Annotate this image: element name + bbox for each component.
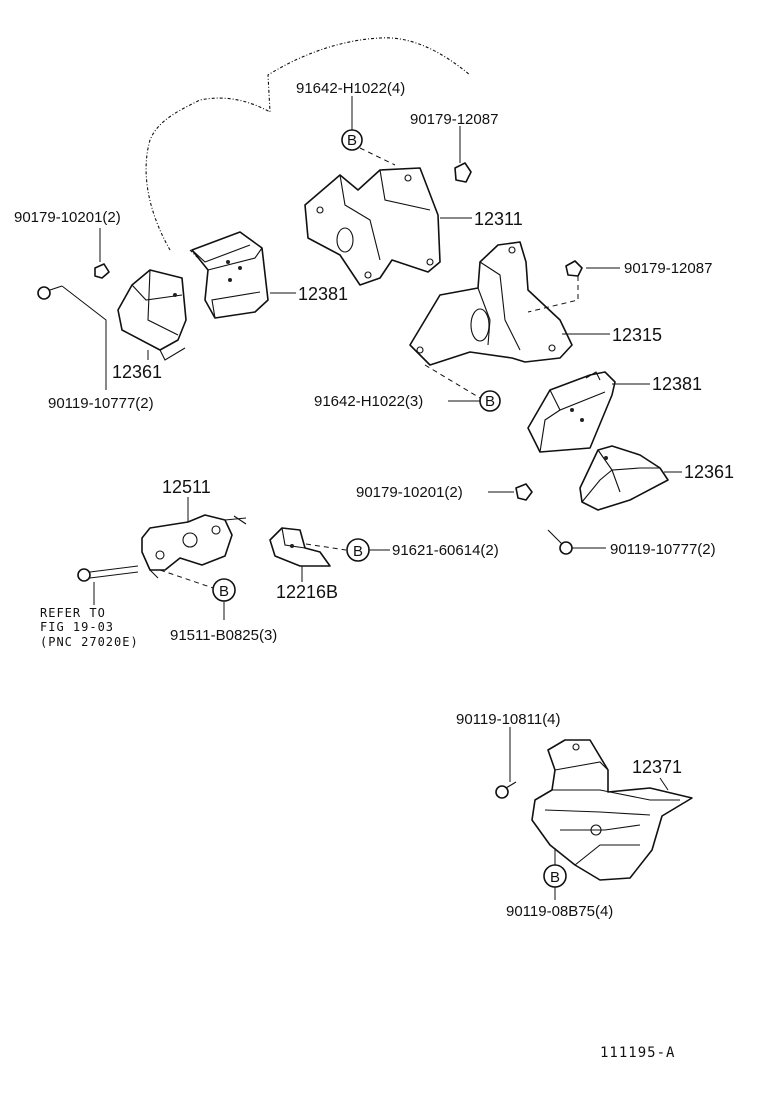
label-stay-12216b: 12216B [276,582,338,602]
label-bolt-12511: 91511-B0825(3) [170,627,277,644]
bolt-rear-top [495,781,517,799]
callout-b-lower-letter: B [485,393,495,410]
callout-b-12511: B [212,578,236,602]
bolt-long [77,565,139,582]
mount-12361-right [579,445,669,511]
insulator-12381-left [191,231,269,319]
label-left-nut: 90179-10201(2) [14,209,121,226]
label-bolt-12216b: 91621-60614(2) [392,542,499,559]
label-bolt-right: 90119-10777(2) [610,541,716,558]
callout-b-top: B [341,129,363,151]
stay-12216b [269,527,331,567]
label-bracket-12311: 12311 [474,209,523,229]
insulator-12381-right [527,371,616,453]
nut-left [94,263,110,279]
drawing-number: 111195-A [600,1045,675,1061]
nut-mid [515,483,533,501]
label-insulator-left: 12381 [298,284,348,304]
label-nut-right: 90179-12087 [624,260,712,277]
callout-b-lower: B [479,390,501,412]
mount-12361-left [117,269,187,361]
label-nut-mid: 90179-10201(2) [356,484,463,501]
leader-lines [61,96,682,900]
label-nut-top: 90179-12087 [410,111,498,128]
label-mount-left: 12361 [112,362,162,382]
callout-b-top-letter: B [347,132,357,149]
label-bolt-rear-top: 90119-10811(4) [456,711,561,728]
nut-right [565,260,583,277]
label-bolt-rear-b: 90119-08B75(4) [506,903,613,920]
rear-mount-12371 [531,739,693,881]
bracket-12311 [304,167,441,286]
label-refer-line1: REFER TO [40,606,106,620]
label-bracket-12315: 12315 [612,325,662,345]
label-lower-bolt-b-qty: 91642-H1022(3) [314,393,423,410]
label-bracket-12511: 12511 [162,477,211,497]
callout-b-12216b-letter: B [353,543,363,560]
label-bolt-left: 90119-10777(2) [48,395,154,412]
nut-top [454,162,472,183]
callout-b-12511-letter: B [219,583,229,600]
bracket-12315 [409,241,573,366]
label-insulator-right: 12381 [652,374,702,394]
label-rear-mount: 12371 [632,757,682,777]
callout-b-rear: B [543,864,567,888]
engine-outline-tail [189,249,201,261]
label-refer-line3: (PNC 27020E) [40,635,139,649]
label-top-bolt-b-qty: 91642-H1022(4) [296,80,405,97]
label-refer-line2: FIG 19-03 [40,620,114,634]
bracket-12511 [141,514,247,579]
callout-b-12216b: B [346,538,370,562]
label-mount-right: 12361 [684,462,734,482]
bolt-right [547,529,573,555]
engine-outline [145,37,471,251]
callout-b-rear-letter: B [550,869,560,886]
bolt-left [37,285,63,300]
